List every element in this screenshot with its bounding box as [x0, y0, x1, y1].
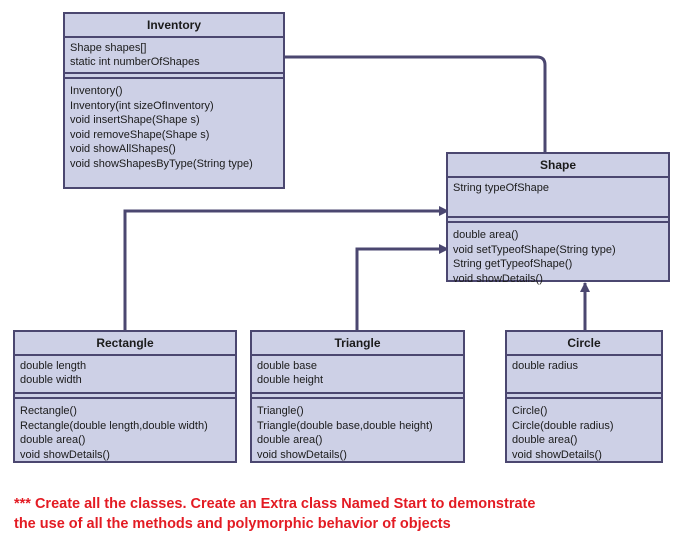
rectangle-separator	[15, 392, 235, 399]
circle-separator	[507, 392, 661, 399]
rectangle-class-name: Rectangle	[15, 332, 235, 356]
circle-method: void showDetails()	[512, 448, 602, 461]
triangle-attributes: double base double height	[252, 356, 463, 392]
shape-method: void setTypeofShape(String type)	[453, 243, 616, 256]
triangle-class-box: Triangle double base double height Triang…	[250, 330, 465, 463]
inventory-attributes: Shape shapes[] static int numberOfShapes	[65, 38, 283, 72]
triangle-method: Triangle()	[257, 405, 304, 417]
note-line-1: *** Create all the classes. Create an Ex…	[14, 496, 536, 512]
shape-separator	[448, 216, 668, 223]
assignment-note: *** Create all the classes. Create an Ex…	[14, 494, 684, 534]
rectangle-attribute: double length	[20, 360, 87, 372]
inventory-attribute: static int numberOfShapes	[70, 56, 200, 68]
rectangle-method: Rectangle()	[20, 405, 77, 417]
rectangle-method: double area()	[20, 434, 86, 446]
triangle-separator	[252, 392, 463, 399]
circle-attributes: double radius	[507, 356, 661, 392]
triangle-method: Triangle(double base,double height)	[257, 419, 433, 432]
triangle-methods: Triangle() Triangle(double base,double he…	[252, 399, 463, 465]
shape-attributes: String typeOfShape	[448, 178, 668, 216]
inventory-method: void showShapesByType(String type)	[70, 157, 253, 170]
circle-class-box: Circle double radius Circle() Circle(doub…	[505, 330, 663, 463]
inventory-attribute: Shape shapes[]	[70, 42, 147, 54]
circle-class-name: Circle	[507, 332, 661, 356]
shape-class-name: Shape	[448, 154, 668, 178]
inventory-method: void removeShape(Shape s)	[70, 128, 210, 141]
rectangle-methods: Rectangle() Rectangle(double length,doubl…	[15, 399, 235, 465]
triangle-inherits-shape-arrow	[355, 244, 449, 330]
circle-attribute: double radius	[512, 360, 579, 372]
rectangle-attribute: double width	[20, 374, 82, 386]
rectangle-inherits-shape-arrow	[123, 206, 449, 330]
circle-methods: Circle() Circle(double radius) double area…	[507, 399, 661, 465]
circle-method: Circle(double radius)	[512, 419, 614, 432]
inventory-method: void showAllShapes()	[70, 143, 176, 155]
shape-class-box: Shape String typeOfShape double area() vo…	[446, 152, 670, 285]
shape-attribute: String typeOfShape	[453, 182, 550, 194]
triangle-attribute: double height	[257, 374, 324, 386]
rectangle-class-box: Rectangle double length double width Rect…	[13, 330, 237, 463]
inventory-methods: Inventory() Inventory(int sizeOfInventory…	[65, 79, 283, 174]
shape-method: void showDetails()	[453, 272, 543, 285]
shape-method: String getTypeofShape()	[453, 258, 573, 270]
inventory-class-name: Inventory	[65, 14, 283, 38]
triangle-method: double area()	[257, 434, 323, 446]
inventory-method: Inventory(int sizeOfInventory)	[70, 99, 214, 112]
rectangle-method: Rectangle(double length,double width)	[20, 419, 208, 432]
inventory-method: Inventory()	[70, 85, 123, 97]
note-line-2: the use of all the methods and polymorph…	[14, 516, 451, 532]
circle-method: Circle()	[512, 405, 548, 417]
triangle-attribute: double base	[257, 360, 317, 372]
rectangle-attributes: double length double width	[15, 356, 235, 392]
circle-method: double area()	[512, 434, 578, 446]
triangle-class-name: Triangle	[252, 332, 463, 356]
triangle-method: void showDetails()	[257, 448, 347, 461]
shape-methods: double area() void setTypeofShape(String …	[448, 223, 668, 289]
inventory-separator	[65, 72, 283, 79]
inventory-shape-association-line	[285, 55, 547, 152]
rectangle-method: void showDetails()	[20, 448, 110, 461]
inventory-method: void insertShape(Shape s)	[70, 114, 200, 126]
inventory-class-box: Inventory Shape shapes[] static int numbe…	[63, 12, 285, 189]
shape-method: double area()	[453, 229, 519, 241]
